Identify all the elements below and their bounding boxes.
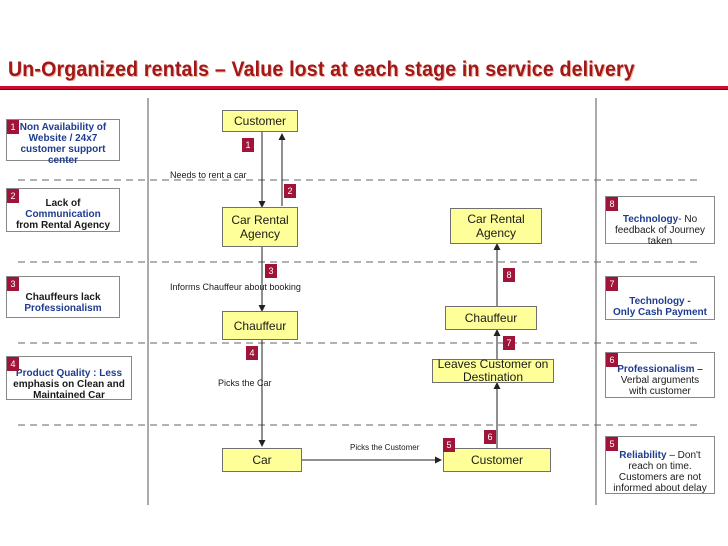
issue-line: Professionalism xyxy=(24,303,102,314)
node-label: Customer xyxy=(233,114,286,128)
issue-line: Customers are not xyxy=(618,472,702,483)
flow-badge-2: 2 xyxy=(284,184,296,198)
node-label: Chauffeur xyxy=(233,318,287,333)
issue-line: Only Cash Payment xyxy=(613,307,707,318)
issue-box-7: 7 Technology - Only Cash Payment xyxy=(605,276,715,320)
issue-badge: 3 xyxy=(7,277,19,291)
issue-text: – Don't xyxy=(666,450,701,461)
issue-badge: 6 xyxy=(606,353,618,367)
issue-line: Chauffeurs lack xyxy=(25,292,101,303)
node-car: Car xyxy=(222,448,302,472)
issue-line: taken xyxy=(647,236,673,247)
issue-line: Maintained Car xyxy=(33,390,105,401)
flow-badge-6: 6 xyxy=(484,430,496,444)
flow-badge-1: 1 xyxy=(242,138,254,152)
issue-line: feedback of Journey xyxy=(614,225,706,236)
issue-box-1: 1 Non Availability of Website / 24x7 cus… xyxy=(6,119,120,166)
issue-line: Website / 24x7 xyxy=(28,133,98,144)
issue-line: Verbal arguments xyxy=(620,375,700,386)
flow-badge-7: 7 xyxy=(503,336,515,350)
node-label: Car Rental Agency xyxy=(467,212,525,240)
node-agency-left: Car Rental Agency xyxy=(222,207,298,247)
flow-badge-3: 3 xyxy=(265,264,277,278)
issue-box-5: 5 Reliability – Don't reach on time. Cus… xyxy=(605,436,715,494)
node-label: Customer xyxy=(470,453,523,467)
issue-keyword: Technology xyxy=(622,214,679,225)
issue-line: Professionalism – xyxy=(617,364,703,375)
issue-line: Reliability – Don't xyxy=(606,450,714,461)
edge-label-needs: Needs to rent a car xyxy=(170,170,247,180)
node-customer-bottom: Customer xyxy=(443,448,551,472)
issue-line: Technology- No xyxy=(606,214,714,225)
node-agency-right: Car Rental Agency xyxy=(450,208,542,244)
issue-badge: 2 xyxy=(7,189,19,203)
issue-line: center xyxy=(47,155,78,166)
issue-line: from Rental Agency xyxy=(15,220,111,231)
issue-badge: 4 xyxy=(7,357,19,371)
issue-line: informed about delay xyxy=(613,483,707,494)
issue-line: customer support xyxy=(20,144,106,155)
issue-line: emphasis on Clean and xyxy=(13,379,125,390)
issue-line: Communication xyxy=(25,209,101,220)
issue-line: Lack of xyxy=(45,198,81,209)
edge-label-picks-car: Picks the Car xyxy=(218,378,272,388)
issue-box-3: 3 Chauffeurs lack Professionalism xyxy=(6,276,120,318)
flow-badge-4: 4 xyxy=(246,346,258,360)
flow-badge-8: 8 xyxy=(503,268,515,282)
issue-line: with customer xyxy=(629,386,691,397)
title-rule-shadow xyxy=(0,89,728,90)
issue-line: reach on time. xyxy=(628,461,692,472)
issue-box-4: 4 Product Quality : Less emphasis on Cle… xyxy=(6,356,132,401)
page-title: Un-Organized rentals – Value lost at eac… xyxy=(8,58,635,81)
issue-badge: 7 xyxy=(606,277,618,291)
edge-label-picks-customer: Picks the Customer xyxy=(350,443,420,452)
issue-box-2: 2 Lack of Communication from Rental Agen… xyxy=(6,188,120,232)
node-leaves-destination: Leaves Customer on Destination xyxy=(432,357,554,384)
node-customer-top: Customer xyxy=(222,110,298,132)
issue-text: - No xyxy=(678,214,698,225)
issue-line: Non Availability of xyxy=(19,122,107,133)
edge-label-informs: Informs Chauffeur about booking xyxy=(170,282,301,292)
issue-line: Technology - xyxy=(629,296,691,307)
issue-badge: 1 xyxy=(7,120,19,134)
issue-box-8: 8 Technology- No feedback of Journey tak… xyxy=(605,196,715,247)
node-label: Car xyxy=(252,453,272,467)
issue-badge: 8 xyxy=(606,197,618,211)
title-rule xyxy=(0,86,728,89)
node-chauffeur-left: Chauffeur xyxy=(222,311,298,340)
node-label: Chauffeur xyxy=(464,311,518,325)
issue-box-6: 6 Professionalism – Verbal arguments wit… xyxy=(605,352,715,398)
flow-badge-5: 5 xyxy=(443,438,455,452)
issue-keyword: Reliability xyxy=(619,450,667,461)
node-label: Leaves Customer on Destination xyxy=(437,357,549,384)
issue-line: Product Quality : Less xyxy=(15,368,123,379)
node-chauffeur-right: Chauffeur xyxy=(445,306,537,330)
node-label: Car Rental Agency xyxy=(231,213,289,241)
issue-badge: 5 xyxy=(606,437,618,451)
